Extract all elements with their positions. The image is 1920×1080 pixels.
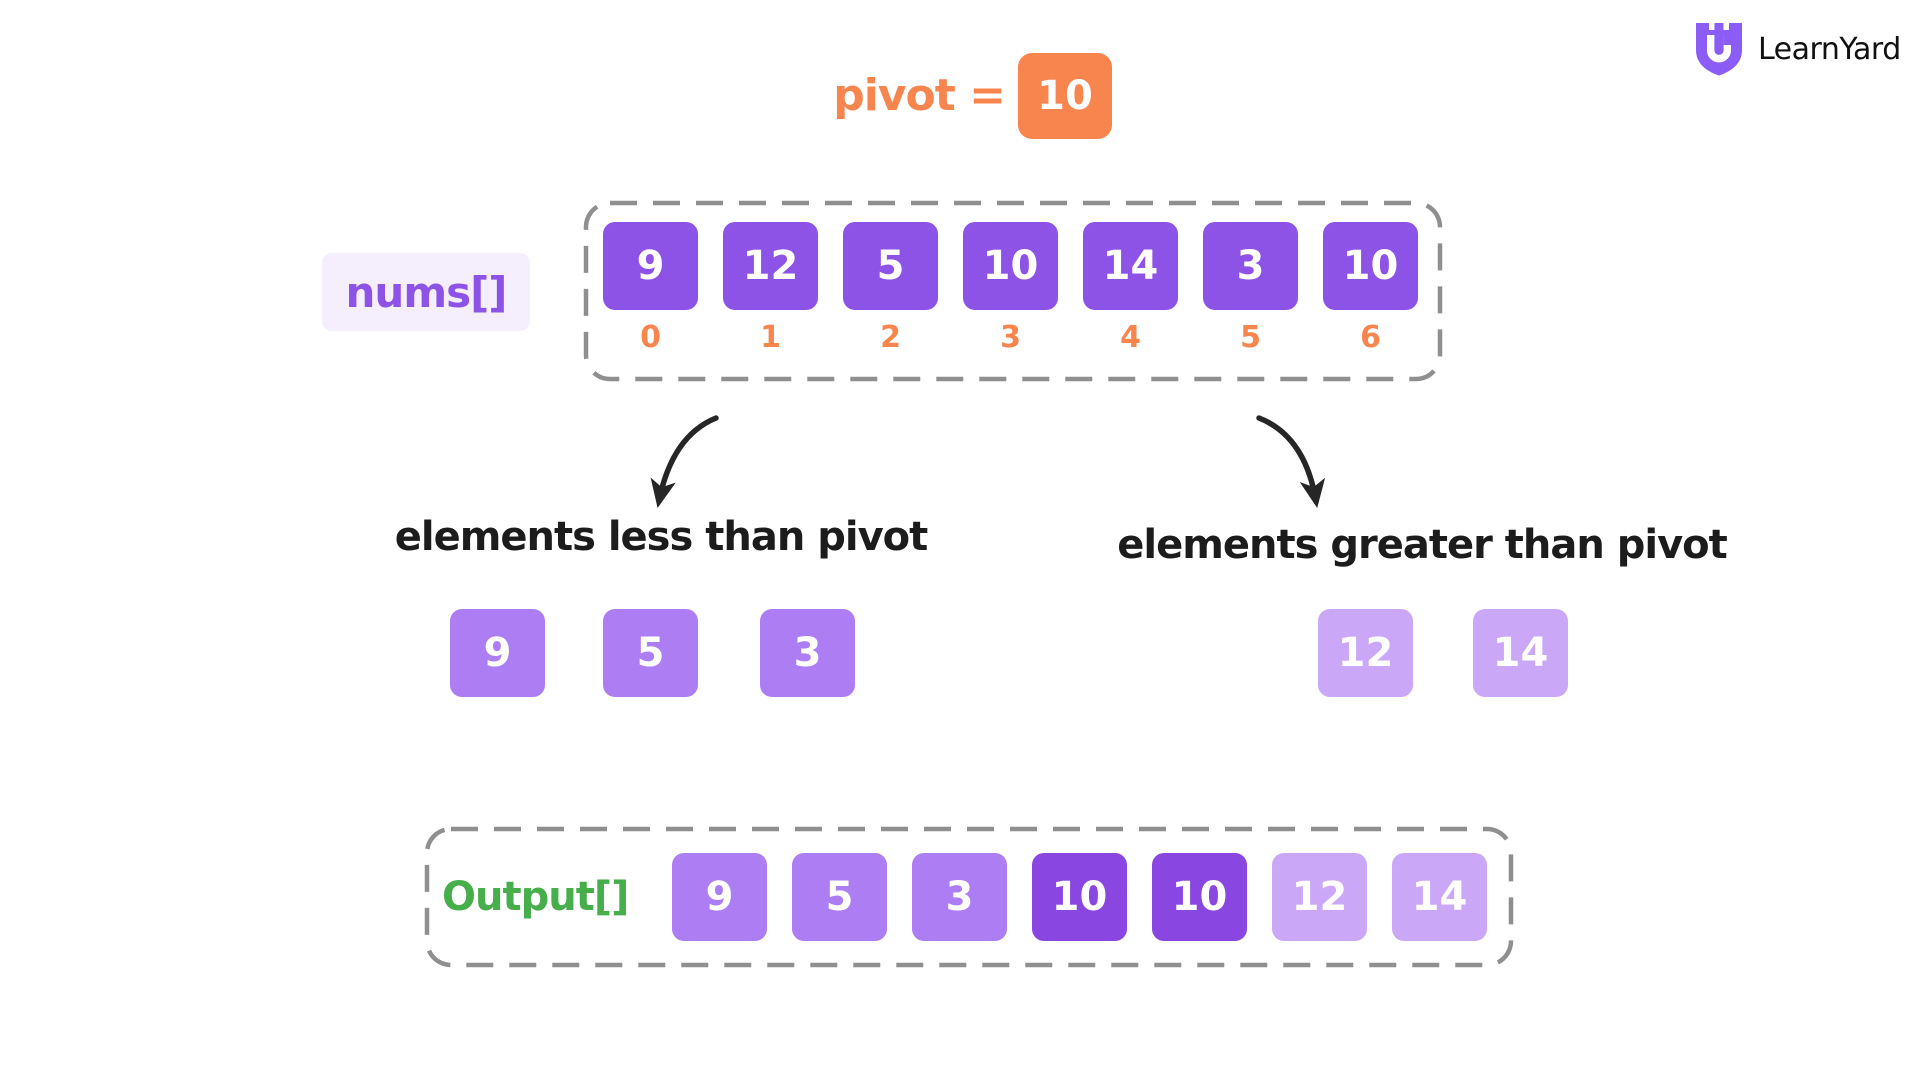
output-cell: 5 [792,853,887,941]
output-cell: 12 [1272,853,1367,941]
less-cell: 5 [603,609,698,697]
pivot-label: pivot = [833,70,1006,121]
nums-index: 1 [760,320,781,355]
nums-index: 0 [640,320,661,355]
nums-cell: 10 [1323,222,1418,310]
greater-cell: 14 [1473,609,1568,697]
nums-index: 6 [1360,320,1381,355]
nums-cell: 9 [603,222,698,310]
nums-cell: 5 [843,222,938,310]
pivot-value-box: 10 [1018,53,1112,139]
brand-name: LearnYard [1758,31,1901,67]
output-array-container: Output[] 9 5 3 10 10 12 14 [424,826,1514,968]
less-cell: 3 [760,609,855,697]
learnyard-shield-icon [1692,18,1746,80]
curved-arrow-right-icon [1256,415,1326,509]
output-cell: 10 [1032,853,1127,941]
greater-than-pivot-label: elements greater than pivot [1117,522,1728,568]
nums-label: nums[] [345,267,508,317]
curved-arrow-left-icon [650,415,719,509]
nums-index: 4 [1120,320,1141,355]
nums-index: 5 [1240,320,1261,355]
output-cell: 10 [1152,853,1247,941]
nums-label-chip: nums[] [322,253,530,331]
output-cell: 9 [672,853,767,941]
dashed-border [583,200,1443,382]
nums-index: 3 [1000,320,1021,355]
less-cell: 9 [450,609,545,697]
output-cell: 14 [1392,853,1487,941]
output-cell: 3 [912,853,1007,941]
dashed-border [424,826,1514,968]
nums-cell: 10 [963,222,1058,310]
greater-cell: 12 [1318,609,1413,697]
nums-cell: 12 [723,222,818,310]
less-than-pivot-label: elements less than pivot [394,514,929,560]
nums-cell: 14 [1083,222,1178,310]
brand-logo: LearnYard [1692,18,1901,80]
nums-index: 2 [880,320,901,355]
nums-cell: 3 [1203,222,1298,310]
output-label: Output[] [442,874,629,920]
nums-array-container: 9 0 12 1 5 2 10 3 14 4 3 5 10 6 [583,200,1443,382]
